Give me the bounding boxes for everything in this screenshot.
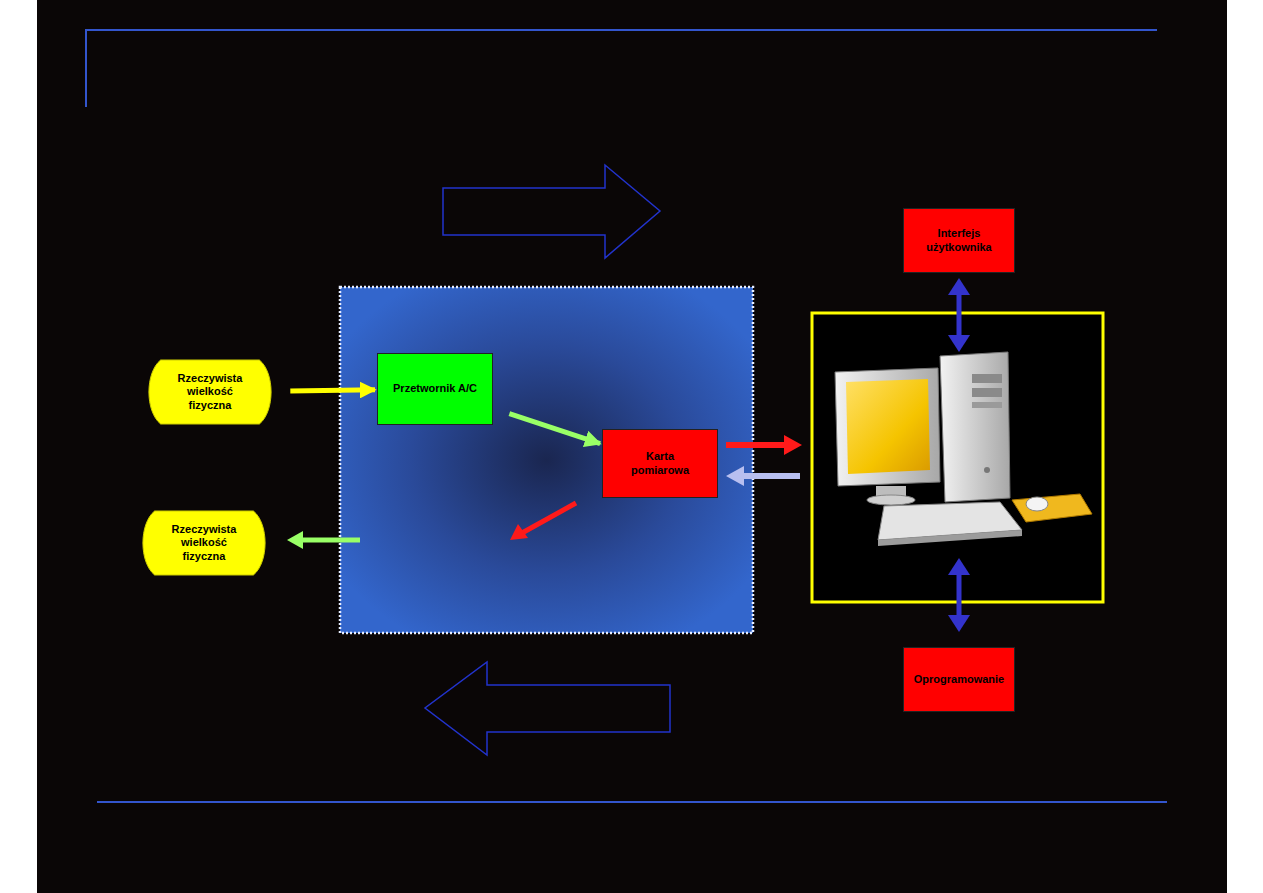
double-arrow <box>948 558 970 632</box>
signal-arrow <box>509 414 600 444</box>
node-label: Oprogramowanie <box>914 673 1004 686</box>
direction-arrow <box>425 662 670 755</box>
direction-arrow <box>443 165 660 258</box>
node-outline <box>149 360 271 424</box>
signal-arrow <box>510 503 576 540</box>
interface-box: Interfejs użytkownika <box>903 208 1015 273</box>
double-arrow <box>948 278 970 352</box>
signal-arrow <box>726 435 802 455</box>
card-box: Karta pomiarowa <box>602 429 718 498</box>
node-outline <box>139 511 269 575</box>
physical-quantity: Rzeczywista wielkość fizyczna <box>145 360 275 424</box>
signal-arrow <box>290 390 375 391</box>
signal-arrow <box>287 531 360 549</box>
node-label: Rzeczywista wielkość fizyczna <box>165 372 255 412</box>
computer-illustration <box>835 352 1092 546</box>
frame-line <box>85 30 87 107</box>
frame-line <box>97 801 1167 803</box>
frame-line <box>85 29 1157 31</box>
node-outline <box>143 511 265 575</box>
slide-background <box>37 0 1227 893</box>
acquisition-block <box>340 287 753 633</box>
converter-box: Przetwornik A/C <box>377 353 493 425</box>
node-label: Interfejs użytkownika <box>919 227 999 253</box>
software-box: Oprogramowanie <box>903 647 1015 712</box>
node-label: Przetwornik A/C <box>393 382 477 395</box>
node-label: Karta pomiarowa <box>625 450 695 476</box>
computer-frame <box>812 313 1103 602</box>
node-outline <box>145 360 275 424</box>
physical-quantity: Rzeczywista wielkość fizyczna <box>139 511 269 575</box>
signal-arrow <box>726 466 800 486</box>
node-label: Rzeczywista wielkość fizyczna <box>159 523 249 563</box>
